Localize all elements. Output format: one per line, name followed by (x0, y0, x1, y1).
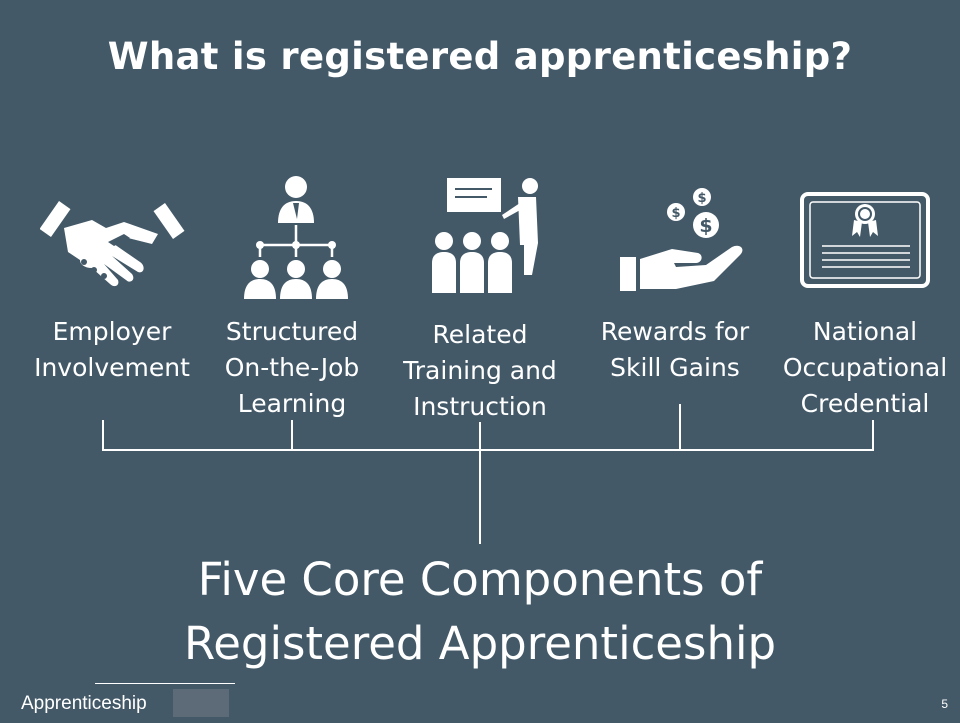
bracket-tick-3 (679, 404, 681, 451)
hand-with-money-icon: $ $ $ (620, 188, 743, 291)
component-label-employer-involvement: Employer Involvement (34, 317, 190, 382)
summary-line-2: Registered Apprenticeship (183, 617, 777, 670)
svg-text:$: $ (699, 215, 712, 237)
component-label-structured-ojl: Structured On-the-Job Learning (224, 317, 360, 418)
bracket-tick-2 (291, 420, 293, 451)
component-label-related-training: Related Training and Instruction (403, 320, 557, 421)
page-number: 5 (941, 697, 948, 711)
svg-text:$: $ (697, 191, 706, 206)
component-label-credential: National Occupational Credential (782, 317, 948, 418)
component-label-rewards: Rewards for Skill Gains (600, 317, 750, 382)
training-presentation-icon (432, 178, 538, 293)
footer-rule (95, 683, 235, 684)
bracket-tick-1 (102, 420, 104, 451)
svg-text:$: $ (671, 206, 680, 221)
certificate-icon (800, 192, 930, 288)
handshake-icon (40, 201, 185, 287)
org-chart-icon (244, 176, 348, 299)
bracket-tick-4 (872, 420, 874, 451)
bracket-horizontal-line (102, 449, 874, 451)
footer-logo-placeholder (173, 689, 229, 717)
bracket-center-stem (479, 422, 481, 544)
footer-text: Apprenticeship (21, 693, 147, 714)
slide-title: What is registered apprenticeship? (107, 35, 853, 78)
summary-line-1: Five Core Components of (197, 553, 763, 606)
